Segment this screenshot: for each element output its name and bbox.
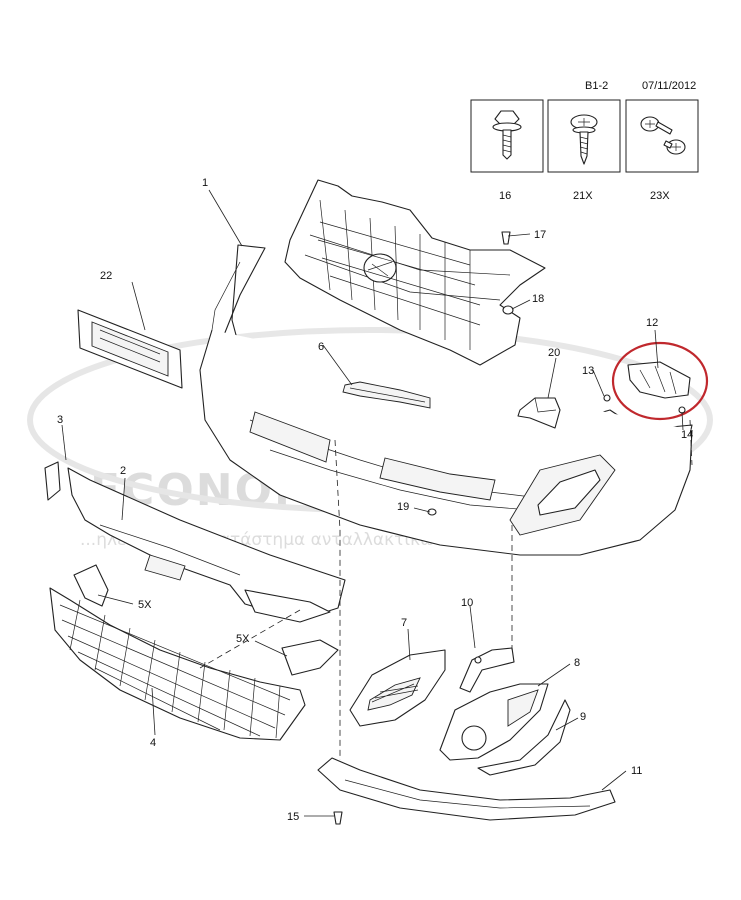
bumper-plate-recess (249, 411, 331, 463)
fastener-label-16: 16 (499, 190, 511, 202)
part-11-lower-spoiler (317, 757, 616, 821)
upper-radiator-grille (284, 179, 546, 366)
callout-15: 15 (287, 811, 299, 823)
part-5x-cover-right (281, 639, 339, 676)
callout-11: 11 (631, 765, 642, 777)
part-12-side-bracket (611, 341, 709, 421)
callout-14: 14 (681, 429, 693, 441)
diagram-date: 07/11/2012 (642, 80, 697, 92)
part-8-fog-lamp-bezel (439, 683, 549, 761)
highlight-ring (611, 341, 709, 421)
callout-10: 10 (461, 597, 473, 609)
pan-head-screws-icon (640, 116, 686, 155)
callout-labels: 1 22 3 2 5X 5X 4 6 7 10 8 9 11 12 13 14 … (57, 177, 693, 823)
section-code: B1-2 (585, 80, 609, 92)
fastener-box-16: 16 (470, 99, 544, 202)
front-bumper-cover (199, 244, 693, 556)
callout-17: 17 (534, 229, 546, 241)
fastener-13 (603, 394, 611, 402)
callout-5x-left: 5X (138, 599, 152, 611)
fastener-box-23x: 23X (625, 99, 699, 202)
callout-1: 1 (202, 177, 208, 189)
leader-lines (61, 189, 684, 817)
callout-22: 22 (100, 270, 112, 282)
callout-19: 19 (397, 501, 409, 513)
part-2-lower-panel (67, 467, 346, 623)
fastener-label-23x: 23X (650, 190, 670, 202)
self-tapping-screw-icon (570, 114, 598, 165)
callout-9: 9 (580, 711, 586, 723)
callout-8: 8 (574, 657, 580, 669)
assembly-lines (199, 419, 693, 760)
part-10-mount-bracket (459, 647, 515, 693)
callout-13: 13 (582, 365, 594, 377)
part-4-lower-grille (49, 587, 306, 741)
callout-18: 18 (532, 293, 544, 305)
fastener-box-21x: 21X (547, 99, 621, 202)
fastener-15 (333, 811, 343, 825)
fastener-19 (427, 508, 437, 516)
callout-2: 2 (120, 465, 126, 477)
fastener-18 (502, 305, 514, 315)
callout-3: 3 (57, 414, 63, 426)
callout-12: 12 (646, 317, 658, 329)
part-7-fog-lamp-grille (349, 649, 446, 727)
part-22-license-plate-bracket (77, 309, 183, 389)
part-5x-cover-left (73, 564, 109, 607)
callout-4: 4 (150, 737, 156, 749)
fastener-17 (501, 231, 511, 245)
part-20-bracket (517, 397, 561, 429)
bumper-lower-vent (379, 457, 496, 501)
callout-7: 7 (401, 617, 407, 629)
callout-20: 20 (548, 347, 560, 359)
flange-bolt-icon (492, 110, 522, 160)
part-9-trim-strip (477, 699, 571, 776)
part-6-trim-strip (342, 381, 431, 409)
callout-6: 6 (318, 341, 324, 353)
fastener-label-21x: 21X (573, 190, 593, 202)
part-3-clip (44, 461, 61, 501)
callout-5x-right: 5X (236, 633, 250, 645)
